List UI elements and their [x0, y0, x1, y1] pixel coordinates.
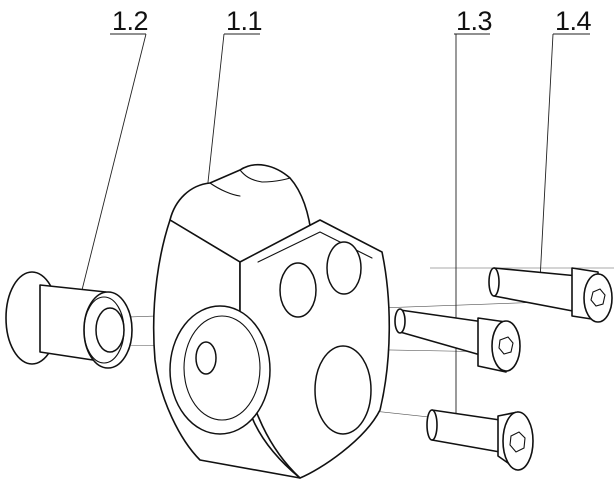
screw-1-3b-tip [426, 409, 438, 441]
leader-line-1-1 [204, 33, 260, 211]
callout-text-1-4: 1.4 [555, 6, 592, 36]
block-hole-upper-left [279, 262, 317, 318]
part-1-2-flanged-rivet [5, 271, 133, 369]
block-hole-lower [314, 345, 372, 435]
block-main-bore-inner [183, 315, 261, 421]
screw-1-4-shank [493, 267, 579, 313]
screw-1-3b-shank [431, 409, 501, 453]
callout-text-1-3: 1.3 [456, 6, 493, 36]
hex-socket-icon [498, 336, 514, 355]
block-main-bore [169, 305, 271, 435]
part-1-3-socket-cap-screw-middle [394, 308, 521, 373]
part-1-3-countersunk-screw-lower [426, 409, 534, 471]
block-hole-upper-right [326, 241, 362, 295]
screw-1-3a-tip [394, 308, 406, 334]
hex-socket-icon [590, 288, 606, 307]
block-back-hump [169, 163, 313, 263]
block-slot-edge [239, 169, 291, 183]
part-1-1-clamp-block [152, 163, 391, 479]
screw-1-4-tip [488, 267, 500, 297]
block-side-pin-hole [195, 341, 217, 375]
screw-1-3b-head-face [502, 411, 534, 471]
block-hump-edge [209, 182, 241, 197]
leader-line-1-2 [73, 33, 147, 323]
part-1-4-socket-cap-screw [488, 267, 613, 323]
callout-text-1-1: 1.1 [226, 6, 263, 36]
rivet-bore [95, 307, 125, 353]
leader-line-1-4 [539, 33, 590, 281]
hex-socket-icon [509, 431, 526, 453]
screw-1-4-head-face [583, 273, 613, 323]
screw-1-3a-head-face [491, 320, 521, 372]
leader-line-1-3 [454, 33, 490, 420]
screw-1-3a-shank [399, 309, 485, 357]
callout-text-1-2: 1.2 [112, 6, 149, 36]
leader-lines [73, 33, 590, 420]
rivet-washer-inner-edge [83, 296, 125, 364]
